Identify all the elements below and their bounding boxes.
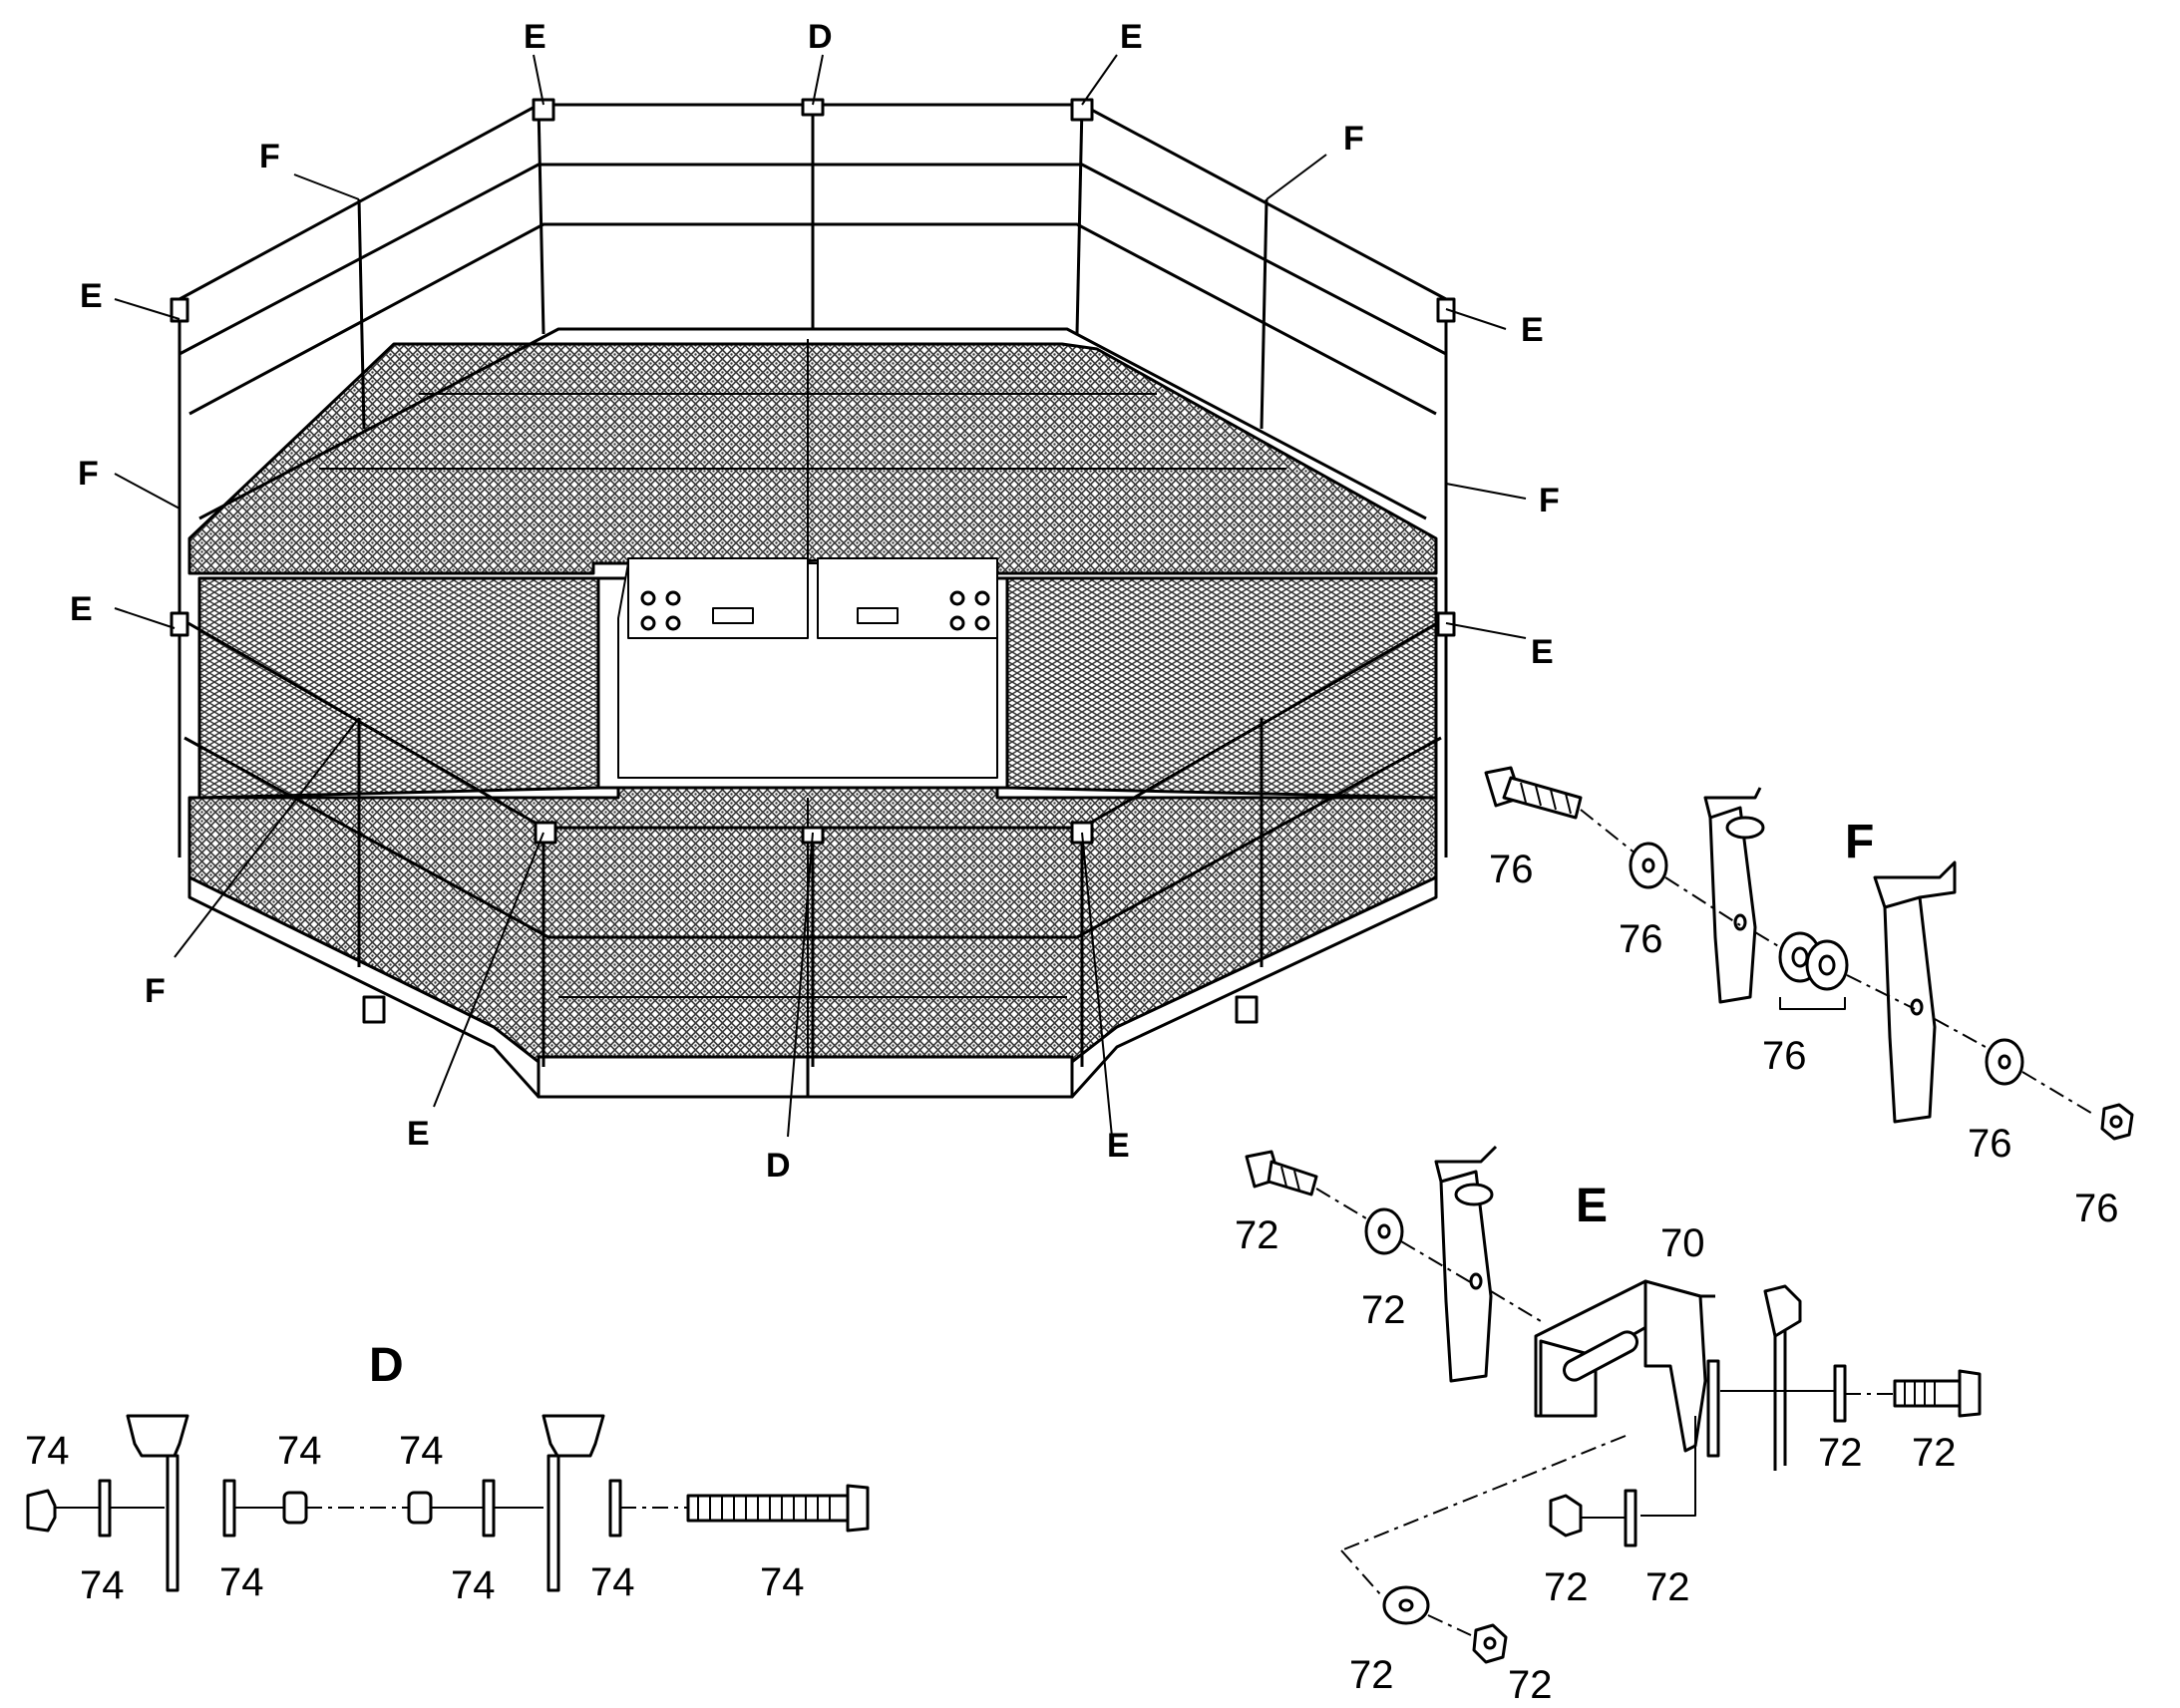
detail-f bbox=[1484, 766, 2134, 1141]
detail-d bbox=[26, 1414, 870, 1592]
part-number: 74 bbox=[25, 1429, 70, 1473]
part-number: 76 bbox=[1762, 1034, 1807, 1078]
callout-letter: E bbox=[70, 590, 93, 628]
callout-letter: E bbox=[1107, 1127, 1130, 1165]
detail-d-labels: D 74 74 74 74 74 74 74 74 bbox=[25, 1339, 805, 1607]
part-number: 74 bbox=[80, 1563, 125, 1607]
callout-letter: D bbox=[808, 18, 833, 56]
nut-icon bbox=[26, 1489, 57, 1533]
nut-icon bbox=[1549, 1494, 1583, 1537]
callout-letter: D bbox=[766, 1147, 791, 1185]
part-number: 76 bbox=[2074, 1187, 2119, 1230]
part-number: 72 bbox=[1235, 1213, 1279, 1257]
part-number: 72 bbox=[1544, 1565, 1589, 1609]
floor-grating-back bbox=[187, 342, 1438, 575]
washer-icon bbox=[222, 1479, 236, 1537]
bolt-icon bbox=[1245, 1150, 1318, 1196]
part-number: 76 bbox=[1489, 848, 1534, 891]
washer-icon bbox=[608, 1479, 622, 1537]
rail-bracket bbox=[1708, 806, 1757, 1004]
part-number: 74 bbox=[277, 1429, 322, 1473]
part-number: 70 bbox=[1660, 1221, 1705, 1265]
part-number: 72 bbox=[1361, 1288, 1406, 1332]
rail-bracket bbox=[1763, 1284, 1802, 1338]
angle-bracket-70 bbox=[1534, 1279, 1720, 1458]
washer-icon bbox=[482, 1479, 496, 1537]
platform-callouts: E D E F F E E F F E E F E D E bbox=[70, 18, 1560, 1185]
detail-f-labels: F 76 76 76 76 76 bbox=[1489, 816, 2119, 1230]
left-side-grating bbox=[197, 576, 600, 800]
section-title-e: E bbox=[1576, 1180, 1608, 1232]
washer-icon bbox=[98, 1479, 112, 1537]
right-side-grating bbox=[1005, 576, 1438, 800]
detail-e bbox=[1245, 1145, 1982, 1664]
part-number: 72 bbox=[1912, 1431, 1957, 1475]
rail-bracket bbox=[1439, 1170, 1493, 1383]
part-number: 74 bbox=[590, 1560, 635, 1604]
detail-e-labels: E 72 72 70 72 72 72 72 72 72 bbox=[1235, 1180, 1957, 1707]
callout-letter: E bbox=[80, 277, 103, 315]
section-title-d: D bbox=[369, 1339, 404, 1392]
rail-post bbox=[542, 1414, 605, 1592]
callout-leaders bbox=[114, 54, 1527, 1138]
callout-letter: E bbox=[407, 1115, 430, 1153]
part-number: 74 bbox=[760, 1560, 805, 1604]
spacer-icon bbox=[282, 1491, 308, 1525]
callout-letter: F bbox=[259, 138, 280, 175]
bolt-icon bbox=[1484, 766, 1583, 820]
part-number: 72 bbox=[1645, 1565, 1690, 1609]
callout-letter: E bbox=[1521, 311, 1544, 349]
section-title-f: F bbox=[1845, 816, 1874, 868]
callout-letter: E bbox=[1120, 18, 1143, 56]
callout-letter: E bbox=[524, 18, 546, 56]
callout-letter: F bbox=[1539, 482, 1560, 519]
part-number: 72 bbox=[1818, 1431, 1863, 1475]
part-number: 76 bbox=[1968, 1122, 2012, 1166]
spacer-icon bbox=[407, 1491, 433, 1525]
callout-letter: F bbox=[78, 455, 99, 493]
part-number: 76 bbox=[1619, 917, 1663, 961]
callout-letter: F bbox=[1343, 120, 1364, 158]
part-number: 72 bbox=[1508, 1663, 1553, 1707]
rail-bracket bbox=[1883, 895, 1937, 1124]
part-number: 74 bbox=[219, 1560, 264, 1604]
bolt-icon bbox=[686, 1484, 870, 1533]
part-number: 74 bbox=[451, 1563, 496, 1607]
part-number: 72 bbox=[1349, 1653, 1394, 1697]
rail-post bbox=[126, 1414, 189, 1592]
callout-letter: F bbox=[145, 972, 166, 1010]
part-number: 74 bbox=[399, 1429, 444, 1473]
railing bbox=[170, 98, 1456, 1067]
callout-letter: E bbox=[1531, 633, 1554, 671]
bolt-icon bbox=[1893, 1369, 1982, 1418]
